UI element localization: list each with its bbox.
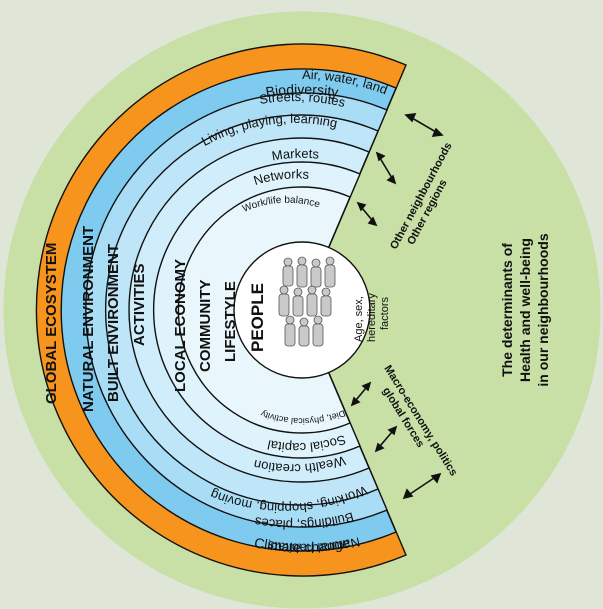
- people-crowd-illustration: [278, 256, 336, 347]
- people-factors-line-2: hereditary: [366, 293, 378, 342]
- people-label: PEOPLE: [248, 283, 267, 352]
- diagram-title: The determinants of Health and well-bein…: [499, 233, 551, 386]
- outer-top-label: Biodiversity: [265, 81, 340, 100]
- double-arrow-icon: [356, 201, 378, 227]
- local-economy-label: LOCAL ECONOMY: [172, 259, 189, 392]
- double-arrow-icon: [350, 381, 372, 407]
- title-line-3: in our neighbourhoods: [535, 233, 551, 386]
- people-factors-line-3: factors: [379, 296, 391, 330]
- local-economy-top-label: Markets: [271, 146, 321, 164]
- outer-bottom-label: Climate change: [253, 534, 351, 555]
- double-arrow-icon: [375, 151, 397, 185]
- people-factors-line-1: Age, sex,: [353, 296, 365, 342]
- lifestyle-label: LIFESTYLE: [222, 281, 239, 362]
- natural-environment-label: NATURAL ENVIRONMENT: [80, 226, 97, 412]
- double-arrow-icon: [402, 472, 442, 500]
- influence-arrows: [350, 113, 444, 500]
- title-line-2: Health and well-being: [517, 238, 533, 382]
- double-arrow-icon: [404, 113, 444, 137]
- community-label: COMMUNITY: [197, 280, 214, 373]
- title-line-1: The determinants of: [499, 243, 515, 377]
- activities-label: ACTIVITIES: [131, 263, 148, 346]
- global-ecosystem-label: GLOBAL ECOSYSTEM: [43, 243, 60, 404]
- double-arrow-icon: [374, 425, 398, 453]
- built-environment-label: BUILT ENVIRONMENT: [105, 244, 122, 402]
- people-factors: Age, sex, hereditary factors: [353, 293, 391, 342]
